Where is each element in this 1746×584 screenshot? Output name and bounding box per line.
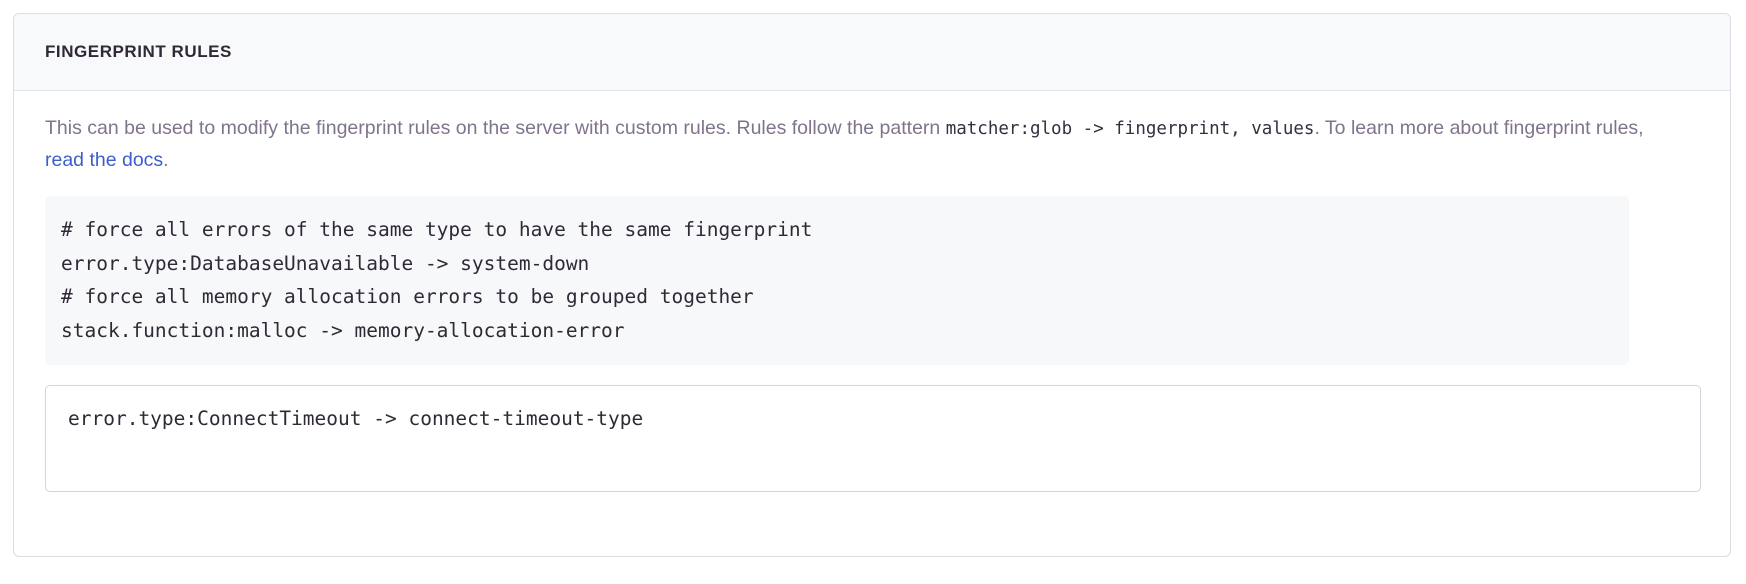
panel-header: Fingerprint Rules: [14, 14, 1730, 91]
example-rules-block: # force all errors of the same type to h…: [45, 196, 1629, 365]
panel-body: This can be used to modify the fingerpri…: [14, 91, 1730, 492]
description-part-3: .: [163, 149, 169, 171]
description-text: This can be used to modify the fingerpri…: [45, 113, 1685, 176]
pattern-code-span: matcher:glob -> fingerprint, values: [945, 119, 1315, 139]
fingerprint-rules-input[interactable]: [45, 385, 1701, 492]
read-the-docs-link[interactable]: read the docs: [45, 149, 164, 171]
description-part-2: . To learn more about fingerprint rules,: [1314, 117, 1644, 139]
fingerprint-rules-panel: Fingerprint Rules This can be used to mo…: [13, 13, 1731, 557]
example-rule-line: error.type:DatabaseUnavailable -> system…: [61, 251, 590, 275]
description-part-1: This can be used to modify the fingerpri…: [45, 117, 946, 139]
page-title: Fingerprint Rules: [45, 42, 232, 61]
example-rule-line: stack.function:malloc -> memory-allocati…: [61, 318, 625, 342]
example-rule-line: # force all memory allocation errors to …: [61, 285, 754, 308]
example-rule-line: # force all errors of the same type to h…: [61, 218, 813, 241]
